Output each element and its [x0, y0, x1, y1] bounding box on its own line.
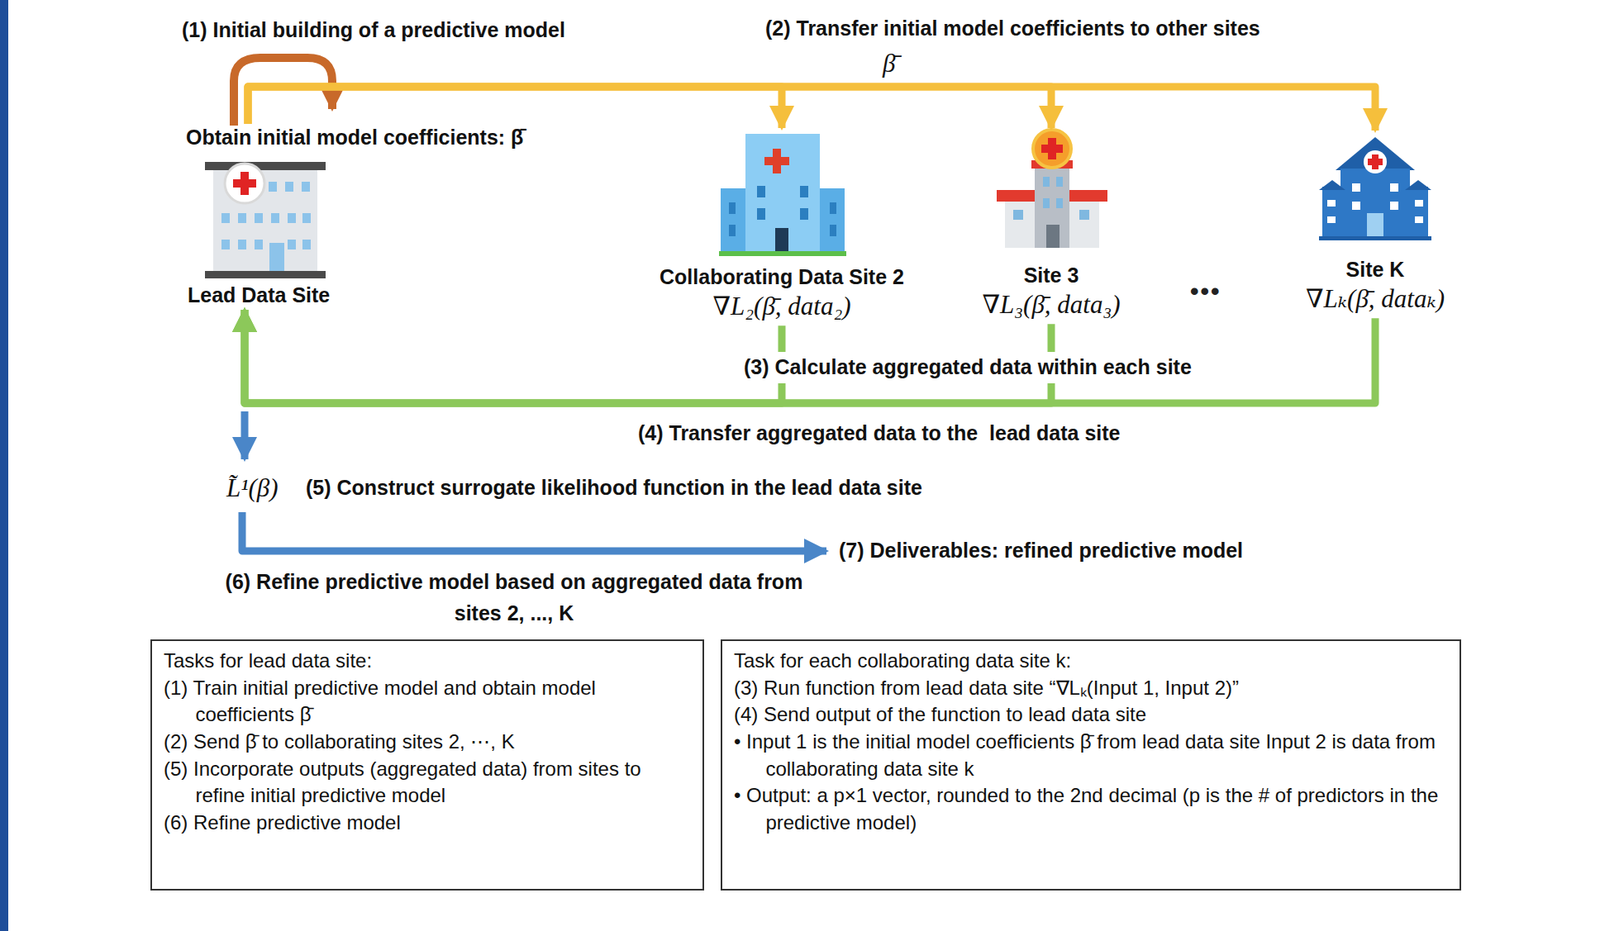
step-label: (5) Construct surrogate likelihood funct… — [305, 472, 923, 505]
step-label: (7) Deliverables: refined predictive mod… — [838, 535, 1243, 567]
site-label: ∇Lₖ(β̄, dataₖ) — [1267, 283, 1483, 316]
flow-arrow — [242, 512, 827, 552]
task-text: (3) Run function from lead data site “∇L… — [733, 675, 1448, 703]
task-text: (6) Refine predictive model — [163, 809, 691, 838]
edge-bar — [0, 0, 9, 931]
task-text: (1) Train initial predictive model and o… — [163, 675, 691, 729]
task-text: Tasks for lead data site: — [163, 647, 691, 676]
task-text: • Input 1 is the initial model coefficie… — [733, 728, 1448, 783]
step-label: (2) Transfer initial model coefficients … — [765, 13, 1261, 45]
step-label: (6) Refine predictive model based on agg… — [224, 566, 804, 629]
hospital-icon — [1319, 137, 1432, 241]
flow-connector — [244, 309, 782, 404]
task-text: (2) Send β̄ to collaborating sites 2, ⋯,… — [163, 728, 691, 757]
site-node: Site 3∇L₃(β̄, data₃) — [952, 128, 1151, 321]
site-node: Site K∇Lₖ(β̄, dataₖ) — [1267, 130, 1483, 315]
flow-connector — [247, 86, 1052, 129]
step-label: (4) Transfer aggregated data to the lead… — [638, 418, 1120, 450]
flow-arrow — [241, 411, 249, 460]
site-label: Collaborating Data Site 2 — [633, 263, 931, 291]
ellipsis: ••• — [1190, 272, 1222, 310]
task-text: • Output: a p×1 vector, rounded to the 2… — [733, 782, 1448, 837]
site-label: Site 3 — [952, 261, 1151, 290]
site-label: Site K — [1267, 256, 1483, 284]
task-text: (4) Send output of the function to lead … — [733, 701, 1448, 729]
site-label: Obtain initial model coefficients: β̄ — [185, 123, 600, 152]
hospital-icon — [996, 129, 1108, 248]
icon-space — [952, 128, 1151, 262]
site-label: ∇L₃(β̄, data₃) — [952, 289, 1151, 322]
task-text: (5) Incorporate outputs (aggregated data… — [163, 756, 691, 810]
math-label: L̃¹(β) — [226, 469, 279, 509]
site-label: ∇L₂(β̄, data₂) — [633, 290, 931, 324]
icon-space — [633, 128, 931, 264]
icon-space — [185, 151, 600, 282]
flow-connector — [247, 86, 1376, 131]
step-label: (3) Calculate aggregated data within eac… — [740, 352, 1196, 384]
task-text: Task for each collaborating data site k: — [733, 647, 1448, 676]
lead-site: Obtain initial model coefficients: β̄ Lea… — [185, 123, 600, 309]
flow-connector — [247, 86, 782, 129]
site-label: Lead Data Site — [185, 281, 600, 310]
hospital-icon — [204, 161, 326, 279]
icon-space — [1267, 130, 1483, 257]
flow-connector — [244, 309, 1376, 404]
task-box: Task for each collaborating data site k:… — [720, 639, 1462, 891]
site-node: Collaborating Data Site 2∇L₂(β̄, data₂) — [633, 128, 931, 323]
step-label: (1) Initial building of a predictive mod… — [181, 14, 566, 47]
math-label: β̄ — [882, 44, 896, 84]
task-box: Tasks for lead data site:(1) Train initi… — [150, 639, 705, 891]
hospital-icon — [719, 133, 847, 257]
